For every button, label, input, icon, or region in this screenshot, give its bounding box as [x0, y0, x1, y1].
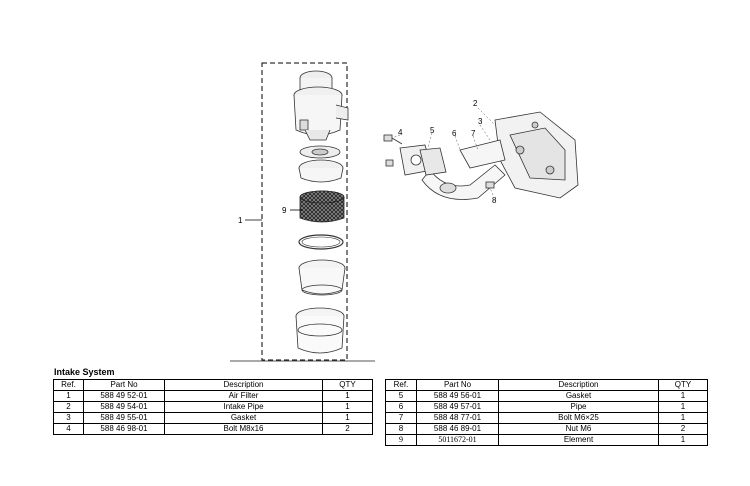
parts-table-right: Ref. Part No Description QTY 5 588 49 56… [385, 379, 708, 446]
callout-7: 7 [471, 129, 476, 138]
table-row: 6 588 49 57-01 Pipe 1 [385, 401, 708, 413]
cell-qty: 1 [322, 390, 373, 402]
cell-qty: 2 [658, 423, 708, 435]
filter-element [299, 190, 345, 223]
cell-ref: 9 [385, 434, 417, 446]
column-header-description: Description [498, 379, 659, 391]
pipe-flange [399, 144, 447, 176]
callout-3: 3 [478, 117, 483, 126]
air-filter-housing [293, 70, 349, 141]
cell-part-no: 588 49 56-01 [416, 390, 499, 402]
table-header-row: Ref. Part No Description QTY [385, 379, 708, 391]
cell-qty: 1 [658, 401, 708, 413]
exploded-parts-diagram: 1 9 2 3 4 5 6 7 8 [230, 62, 579, 362]
callout-5: 5 [430, 126, 435, 135]
table-row: 7 588 48 77-01 Bolt M6×25 1 [385, 412, 708, 424]
cell-ref: 1 [53, 390, 84, 402]
column-header-qty: QTY [322, 379, 373, 391]
column-header-ref: Ref. [385, 379, 417, 391]
table-row: 8 588 46 89-01 Nut M6 2 [385, 423, 708, 435]
callout-leaders-right [391, 107, 496, 196]
cell-description: Gasket [498, 390, 659, 402]
cell-description: Intake Pipe [164, 401, 323, 413]
cell-ref: 8 [385, 423, 417, 435]
filter-bowl [298, 259, 346, 296]
o-ring [298, 234, 344, 250]
table-row: 2 588 49 54-01 Intake Pipe 1 [53, 401, 373, 413]
cell-ref: 3 [53, 412, 84, 424]
column-header-part-no: Part No [416, 379, 499, 391]
table-row: 1 588 49 52-01 Air Filter 1 [53, 390, 373, 402]
cell-description: Nut M6 [498, 423, 659, 435]
cell-ref: 4 [53, 423, 84, 435]
nut-8 [485, 181, 495, 189]
intake-manifold [494, 111, 579, 199]
table-header-row: Ref. Part No Description QTY [53, 379, 373, 391]
cell-ref: 6 [385, 401, 417, 413]
cell-qty: 1 [322, 412, 373, 424]
column-header-description: Description [164, 379, 323, 391]
cell-ref: 5 [385, 390, 417, 402]
cell-ref: 7 [385, 412, 417, 424]
cell-part-no: 588 49 57-01 [416, 401, 499, 413]
cell-part-no: 588 48 77-01 [416, 412, 499, 424]
callout-8: 8 [492, 196, 497, 205]
cell-qty: 1 [658, 434, 708, 446]
cell-part-no: 588 49 55-01 [83, 412, 165, 424]
filter-cup [295, 307, 345, 354]
cell-description: Air Filter [164, 390, 323, 402]
filter-plate [298, 145, 344, 183]
column-header-ref: Ref. [53, 379, 84, 391]
column-header-part-no: Part No [83, 379, 165, 391]
cell-qty: 1 [322, 401, 373, 413]
table-row: 3 588 49 55-01 Gasket 1 [53, 412, 373, 424]
cell-qty: 2 [322, 423, 373, 435]
callout-4: 4 [398, 128, 403, 137]
cell-part-no: 588 49 54-01 [83, 401, 165, 413]
callout-2: 2 [473, 99, 478, 108]
table-row: 9 5011672-01 Element 1 [385, 434, 708, 446]
cell-part-no: 588 49 52-01 [83, 390, 165, 402]
cell-description: Bolt M8x16 [164, 423, 323, 435]
cell-part-no: 5011672-01 [416, 434, 499, 446]
air-filter-assembly-box [261, 62, 348, 361]
cell-qty: 1 [658, 412, 708, 424]
cell-part-no: 588 46 89-01 [416, 423, 499, 435]
cell-part-no: 588 46 98-01 [83, 423, 165, 435]
bolt-4 [383, 134, 403, 167]
cell-description: Bolt M6×25 [498, 412, 659, 424]
table-row: 5 588 49 56-01 Gasket 1 [385, 390, 708, 402]
section-title: Intake System [54, 367, 115, 377]
parts-table-left: Ref. Part No Description QTY 1 588 49 52… [53, 379, 373, 435]
callout-1: 1 [238, 216, 243, 225]
cell-description: Pipe [498, 401, 659, 413]
cell-qty: 1 [658, 390, 708, 402]
cell-description: Element [498, 434, 659, 446]
callout-6: 6 [452, 129, 457, 138]
cell-ref: 2 [53, 401, 84, 413]
table-row: 4 588 46 98-01 Bolt M8x16 2 [53, 423, 373, 435]
callout-9: 9 [282, 206, 287, 215]
column-header-qty: QTY [658, 379, 708, 391]
cell-description: Gasket [164, 412, 323, 424]
